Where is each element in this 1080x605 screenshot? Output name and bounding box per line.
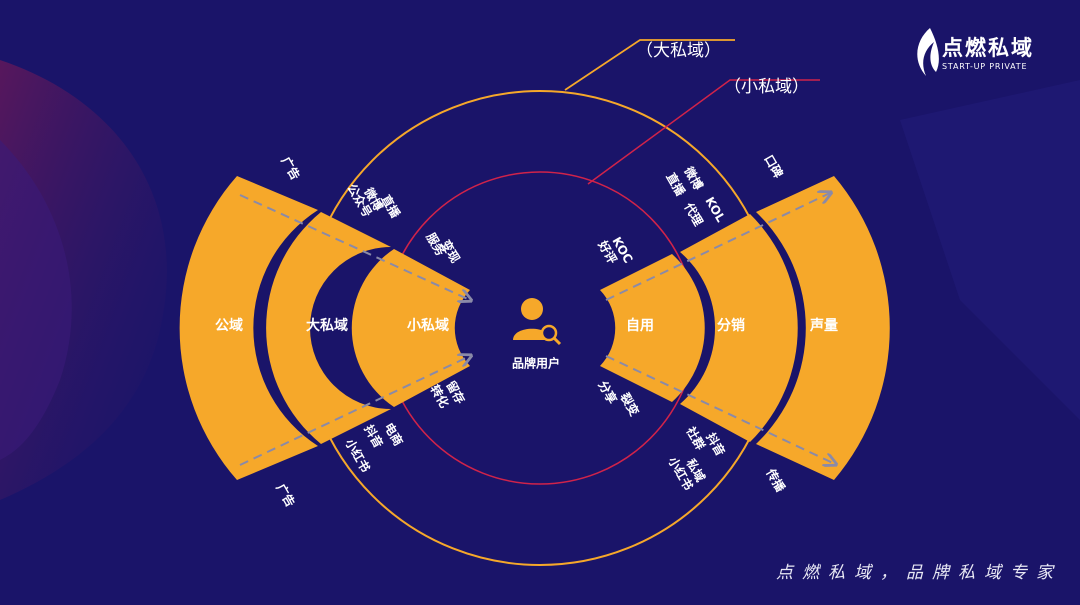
segment-label-public: 公域 — [215, 317, 243, 334]
background-diamond-pattern — [900, 80, 1080, 420]
segment-distribution — [680, 214, 798, 442]
arrow-left-bottom — [239, 356, 470, 466]
segment-label-big-private: 大私域 — [306, 317, 348, 334]
user-search-icon — [513, 298, 562, 346]
tag-self-bottom-1: 裂变 — [617, 389, 642, 418]
segment-big-private — [266, 212, 391, 444]
tag-big-bottom-0: 电商 — [381, 420, 406, 448]
segment-voice — [756, 176, 890, 480]
arrow-right-top — [605, 193, 830, 301]
segment-label-self-use: 自用 — [626, 317, 654, 334]
center-label: 品牌用户 — [512, 356, 560, 371]
segment-label-small-private: 小私域 — [407, 317, 449, 334]
callout-line-small-private — [587, 79, 820, 185]
segment-label-voice: 声量 — [809, 317, 838, 334]
tag-ad-bottom: 广告 — [273, 481, 298, 509]
tag-self-bottom-0: 分享 — [595, 378, 620, 406]
callout-small-private: （小私域） — [724, 77, 809, 97]
tag-voice-top: 口碑 — [761, 152, 786, 180]
segment-public-domain — [179, 176, 318, 480]
arrow-left-top — [239, 194, 470, 300]
brand-name: 点燃私域 — [942, 36, 1034, 60]
segment-small-private — [351, 249, 470, 407]
callout-line-big-private — [564, 39, 735, 91]
tag-dist-top-3: 代理 — [681, 199, 706, 228]
tag-ad-top: 广告 — [278, 154, 303, 182]
callout-big-private: （大私域） — [636, 41, 721, 61]
slogan: 点燃私域，品牌私域专家 — [776, 563, 1062, 583]
tag-voice-bottom: 传播 — [763, 465, 789, 495]
arrow-right-bottom — [605, 355, 835, 464]
background-flame-shape-2 — [0, 140, 72, 460]
flame-logo-icon — [917, 28, 939, 76]
segment-label-distribution: 分销 — [717, 317, 745, 334]
tag-dist-top-1: KOL — [702, 195, 728, 225]
brand-logo: 点燃私域 START-UP PRIVATE — [914, 26, 1054, 82]
brand-subtitle: START-UP PRIVATE — [942, 62, 1028, 71]
